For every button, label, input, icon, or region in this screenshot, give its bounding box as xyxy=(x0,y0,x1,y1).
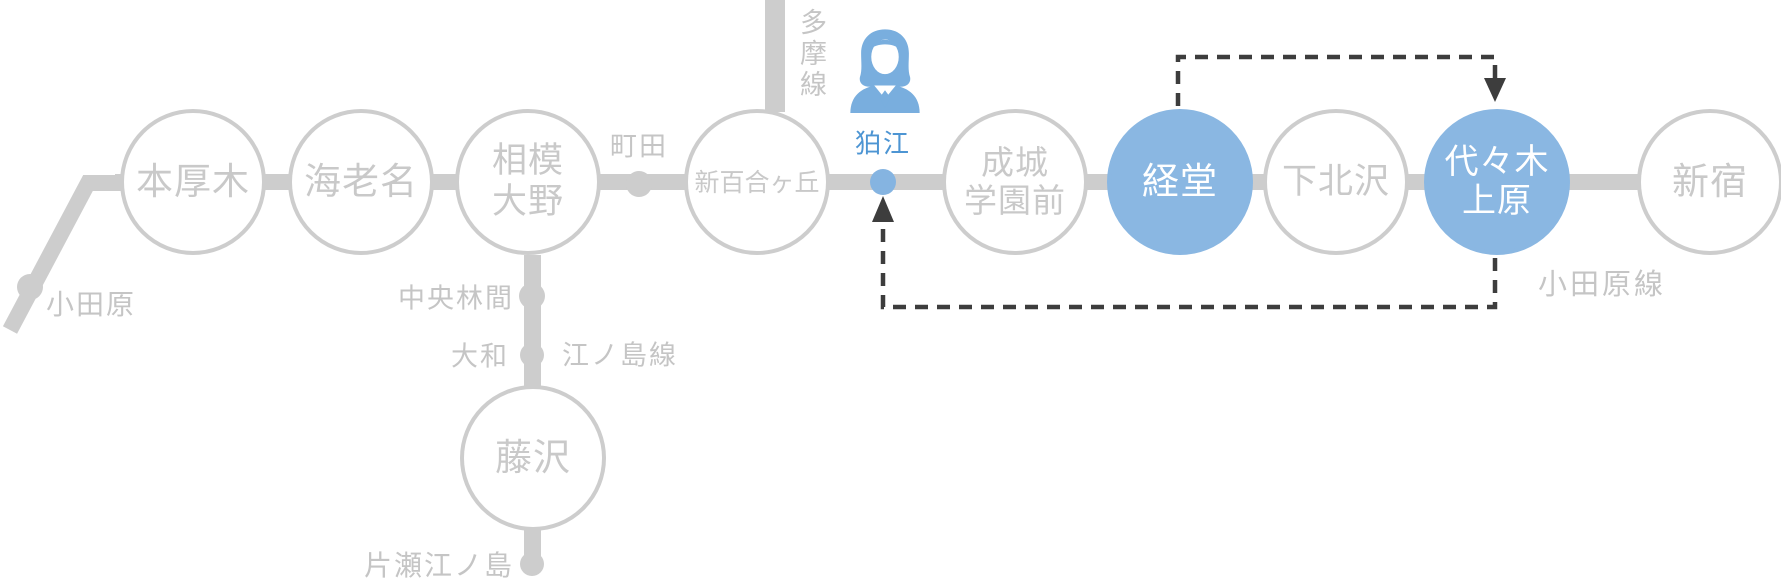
station-label: 海老名 xyxy=(304,159,418,203)
person-face xyxy=(871,39,899,75)
route-yoyogiuehara-to-komae-dashed xyxy=(880,226,1498,310)
station-label-line1: 相模 xyxy=(491,141,564,182)
label-odawara-line: 小田原線 xyxy=(1538,267,1667,301)
station-label: 経堂 xyxy=(1142,159,1218,203)
station-hon-atsugi: 本厚木 xyxy=(120,109,266,255)
station-label-line2: 上原 xyxy=(1462,181,1532,221)
station-shin-yurigaoka: 新百合ヶ丘 xyxy=(684,109,830,255)
label-enoshima-line: 江ノ島線 xyxy=(562,340,678,372)
station-label: 本厚木 xyxy=(136,159,250,203)
tama-line-track xyxy=(765,0,785,112)
station-label: 下北沢 xyxy=(1281,161,1390,202)
station-label: 藤沢 xyxy=(495,435,571,479)
station-kyodo-highlighted: 経堂 xyxy=(1107,109,1253,255)
station-dot-odawara xyxy=(17,274,43,300)
station-seijogakuen-mae: 成城 学園前 xyxy=(942,109,1088,255)
station-label: 新百合ヶ丘 xyxy=(694,167,820,197)
station-ebina: 海老名 xyxy=(288,109,434,255)
person-icon xyxy=(850,29,920,113)
station-sagami-ono: 相模 大野 xyxy=(455,109,601,255)
arrow-up-icon xyxy=(872,196,894,222)
station-shimokitazawa: 下北沢 xyxy=(1263,109,1409,255)
station-dot-chuo-rinkan xyxy=(519,283,545,309)
label-machida: 町田 xyxy=(610,131,668,163)
station-label-line1: 代々木 xyxy=(1444,141,1550,182)
station-dot-yamato xyxy=(520,343,544,367)
station-dot-komae-highlighted xyxy=(870,169,896,195)
person-tie xyxy=(879,90,891,109)
label-komae: 狛江 xyxy=(854,129,912,160)
route-kyodo-to-yoyogiuehara-dashed xyxy=(1175,54,1498,106)
label-yamato: 大和 xyxy=(451,341,509,373)
label-chuo-rinkan: 中央林間 xyxy=(398,283,514,315)
label-odawara: 小田原 xyxy=(46,288,137,321)
station-yoyogi-uehara-highlighted: 代々木 上原 xyxy=(1424,109,1570,255)
station-shinjuku: 新宿 xyxy=(1637,109,1781,255)
station-label-line2: 学園前 xyxy=(964,181,1066,220)
station-label-line1: 成城 xyxy=(981,142,1049,182)
station-label-line2: 大野 xyxy=(491,182,564,222)
station-dot-katase-enoshima xyxy=(520,552,544,576)
station-dot-machida xyxy=(626,171,652,197)
label-katase-enoshima: 片瀬江ノ島 xyxy=(363,549,514,582)
station-fujisawa: 藤沢 xyxy=(460,385,606,531)
person-fringe xyxy=(869,39,901,50)
station-label: 新宿 xyxy=(1672,159,1748,203)
label-tama-line: 多摩線 xyxy=(795,8,826,101)
arrow-down-icon xyxy=(1484,78,1506,102)
